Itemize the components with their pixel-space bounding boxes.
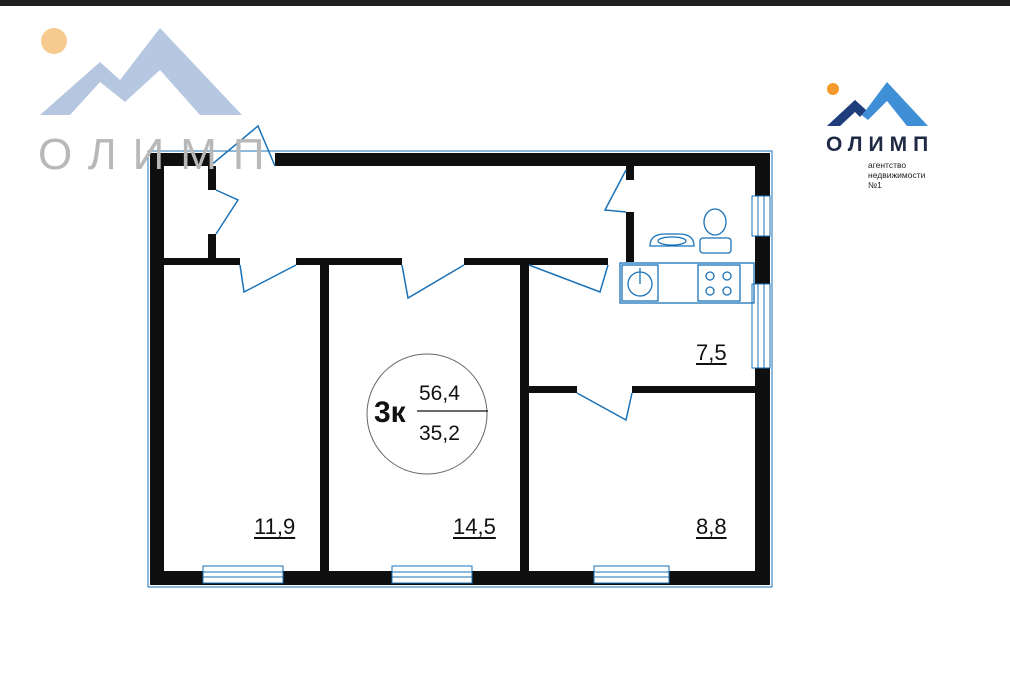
window-room-right — [593, 565, 670, 584]
room-area-kitchen: 7,5 — [696, 340, 727, 365]
entrance-door — [209, 124, 276, 167]
window-room-middle — [391, 565, 473, 584]
door-room-right — [576, 392, 633, 422]
room-area-right: 8,8 — [696, 514, 727, 539]
brand-tagline-line: недвижимости — [868, 170, 926, 180]
window-bathroom — [751, 195, 771, 237]
sink-icon — [649, 233, 695, 247]
window-room-left — [202, 565, 284, 584]
toilet-icon — [699, 208, 732, 254]
door-kitchen — [528, 264, 609, 293]
kitchen-fixtures — [619, 262, 755, 304]
brand-tagline: агентство недвижимости №1 — [868, 160, 978, 190]
windows — [202, 195, 771, 584]
kitchen-sink-icon — [621, 264, 659, 302]
door-room-left — [239, 264, 297, 294]
brand-tagline-line: №1 — [868, 180, 882, 190]
doors — [209, 124, 633, 422]
window-kitchen — [751, 283, 771, 369]
rooms-count: 3к — [374, 396, 406, 429]
total-area: 56,4 — [419, 382, 460, 405]
closet-door — [215, 189, 240, 235]
top-bar — [0, 0, 1010, 6]
room-area-middle: 14,5 — [453, 514, 496, 539]
door-room-middle — [401, 264, 465, 300]
bathroom-fixtures — [649, 208, 732, 254]
interior-walls — [164, 162, 770, 572]
summary-badge — [366, 353, 488, 475]
living-area: 35,2 — [419, 422, 460, 445]
door-bathroom — [603, 169, 627, 213]
watermark-text: ОЛИМП — [38, 130, 281, 179]
brand-tagline-line: агентство — [868, 160, 907, 170]
room-area-left: 11,9 — [254, 514, 296, 539]
kitchen-counter — [619, 262, 755, 304]
brand-logo-icon — [827, 82, 928, 126]
stove-icon — [697, 264, 741, 302]
outer-outline — [147, 150, 773, 588]
watermark-logo-icon — [40, 28, 242, 115]
brand-name: ОЛИМП — [826, 133, 935, 156]
